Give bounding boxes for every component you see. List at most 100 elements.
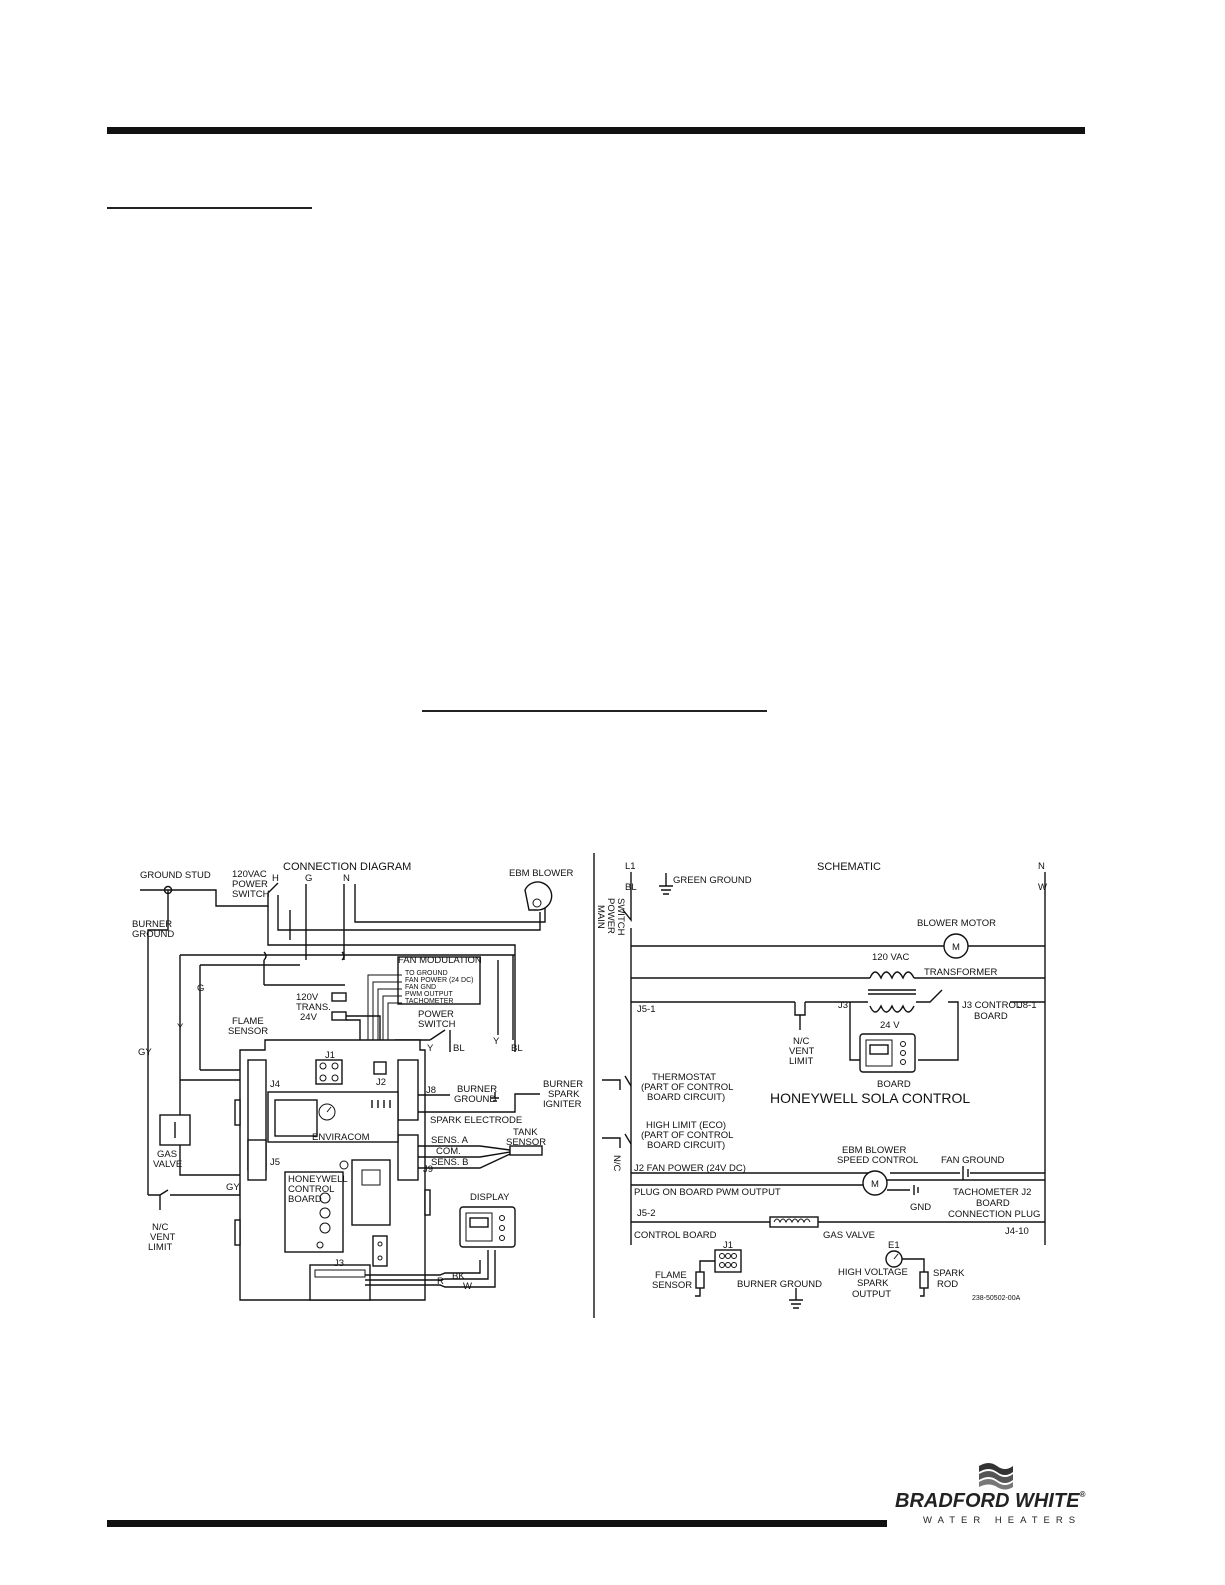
- hv-label-3: OUTPUT: [852, 1289, 891, 1300]
- burner-ground-r-label-2: GROUND: [454, 1094, 496, 1105]
- fan-item-power: FAN POWER (24 DC): [405, 977, 473, 984]
- y-wire-label: Y: [177, 1022, 184, 1033]
- j3-control-label-2: BOARD: [974, 1011, 1008, 1022]
- blower-motor-icon: [943, 933, 969, 959]
- display-label: DISPLAY: [470, 1192, 510, 1203]
- honeywell-label-1: HONEYWELL: [288, 1174, 348, 1185]
- connector-j5: [247, 1139, 267, 1181]
- ebm-motor-m: M: [871, 1179, 879, 1190]
- tach-label-1: TACHOMETER J2: [953, 1187, 1031, 1198]
- burner-ground-sch-label: BURNER GROUND: [737, 1279, 822, 1290]
- thermostat-label-2: (PART OF CONTROL: [641, 1082, 733, 1093]
- burner-ground-icon: [789, 1288, 803, 1309]
- plug-pwm-label: PLUG ON BOARD PWM OUTPUT: [634, 1187, 781, 1198]
- spark-rod-label-2: ROD: [937, 1279, 958, 1290]
- thermostat-label-3: BOARD CIRCUIT): [647, 1092, 725, 1103]
- burner-spark-label-1: BURNER: [543, 1079, 583, 1090]
- schematic: SCHEMATIC L1 BL GREEN GROUND N W MAIN PO…: [595, 861, 1047, 1309]
- j5-label: J5: [270, 1157, 280, 1168]
- vent-label-2: VENT: [789, 1046, 815, 1057]
- g-wire-label: G: [197, 983, 204, 994]
- sola-control-label: HONEYWELL SOLA CONTROL: [770, 1090, 970, 1106]
- spark-rod-label-1: SPARK: [933, 1268, 965, 1279]
- brand-reg: ®: [1079, 1490, 1086, 1499]
- j1-label: J1: [325, 1050, 335, 1061]
- ebm-blower-icon: [524, 881, 553, 911]
- tach-label-3: CONNECTION PLUG: [948, 1209, 1040, 1220]
- j4-10-label: J4-10: [1005, 1226, 1029, 1237]
- transformer-secondary: [331, 1011, 347, 1021]
- w-label: W: [1038, 882, 1047, 893]
- fan-item-ground: TO GROUND: [405, 970, 448, 977]
- pswitch-label-1: POWER: [418, 1009, 454, 1020]
- j9-label: J9: [423, 1164, 433, 1175]
- enviracom-label: ENVIRACOM: [312, 1132, 370, 1143]
- nc-label: N/C: [611, 1155, 622, 1172]
- vent-limit-label-1: N/C: [152, 1222, 169, 1233]
- v24-label: 24 V: [880, 1020, 900, 1031]
- connection-diagram: CONNECTION DIAGRAM GROUND STUD 120VAC PO…: [132, 861, 583, 1301]
- ebm-blower-label: EBM BLOWER: [509, 868, 574, 879]
- green-ground-icon: [659, 873, 673, 895]
- flame-sensor-label-1: FLAME: [232, 1016, 264, 1027]
- gas-valve-sch-label: GAS VALVE: [823, 1230, 875, 1241]
- ground-stud-label: GROUND STUD: [140, 870, 211, 881]
- tank-sensor-label-1: TANK: [513, 1127, 538, 1138]
- flame-sensor-label-2: SENSOR: [228, 1026, 268, 1037]
- fan-ground-label: FAN GROUND: [941, 1155, 1004, 1166]
- blower-motor-label: BLOWER MOTOR: [917, 918, 996, 929]
- gy-bottom-label: GY: [226, 1182, 240, 1193]
- sens-b-label: SENS. B: [431, 1157, 469, 1168]
- power-switch-label-2: POWER: [232, 879, 268, 890]
- j2-label: J2: [376, 1077, 386, 1088]
- blower-motor-m: M: [952, 942, 960, 953]
- r-wire-label: R: [437, 1276, 444, 1287]
- tach-label-2: BOARD: [976, 1198, 1010, 1209]
- footer-rule: [107, 1520, 887, 1527]
- trans-label-3: 24V: [300, 1012, 318, 1023]
- fan-item-gnd: FAN GND: [405, 984, 436, 991]
- n-label: N: [1038, 861, 1045, 872]
- enviracom-gauge-icon: [318, 1103, 336, 1121]
- j4-label: J4: [270, 1079, 280, 1090]
- transformer-secondary-coil: [869, 1004, 915, 1013]
- flame-sensor-resistor: [695, 1271, 705, 1289]
- connector-j8: [397, 1059, 419, 1121]
- connector-j1: [315, 1059, 343, 1085]
- high-limit-label-1: HIGH LIMIT (ECO): [646, 1120, 726, 1131]
- hv-label-2: SPARK: [857, 1278, 889, 1289]
- flame-label-1: FLAME: [655, 1270, 687, 1281]
- fan-modulation-box: [397, 956, 481, 1005]
- gnd-label: GND: [910, 1202, 931, 1213]
- control-board-label: CONTROL BOARD: [634, 1230, 717, 1241]
- j3-label: J3: [334, 1258, 344, 1269]
- main-switch-label-2: POWER: [605, 898, 616, 934]
- schematic-title: SCHEMATIC: [817, 861, 881, 873]
- tank-sensor: [509, 1145, 543, 1156]
- connection-diagram-title: CONNECTION DIAGRAM: [283, 861, 411, 873]
- gas-valve-label-1: GAS: [157, 1149, 177, 1160]
- vent-label-1: N/C: [793, 1036, 810, 1047]
- e1-label: E1: [888, 1240, 900, 1251]
- gas-valve-label-2: VALVE: [153, 1159, 182, 1170]
- bl-right-label: BL: [453, 1043, 465, 1054]
- spark-electrode-label: SPARK ELECTRODE: [430, 1115, 522, 1126]
- burner-spark-label-2: SPARK: [548, 1089, 580, 1100]
- main-switch-label-1: MAIN: [595, 905, 606, 929]
- transformer-primary: [331, 992, 347, 1002]
- vent-limit-label-2: VENT: [150, 1232, 176, 1243]
- bl-right-label-2: BL: [511, 1043, 523, 1054]
- flag-icon: [979, 1463, 1013, 1490]
- j5-1-label: J5-1: [637, 1004, 655, 1015]
- caption-underline: [422, 710, 767, 712]
- n-terminal-label: N: [343, 873, 350, 884]
- ebm-speed-motor-icon: [862, 1170, 888, 1196]
- fan-modulation-label: FAN MODULATION: [398, 955, 482, 966]
- h-terminal-label: H: [272, 873, 279, 884]
- connector-j9: [397, 1134, 419, 1181]
- header-rule: [107, 127, 1085, 134]
- burner-spark-label-3: IGNITER: [543, 1099, 582, 1110]
- section-heading-underline: [107, 207, 312, 209]
- main-switch-label-3: SWITCH: [615, 898, 626, 936]
